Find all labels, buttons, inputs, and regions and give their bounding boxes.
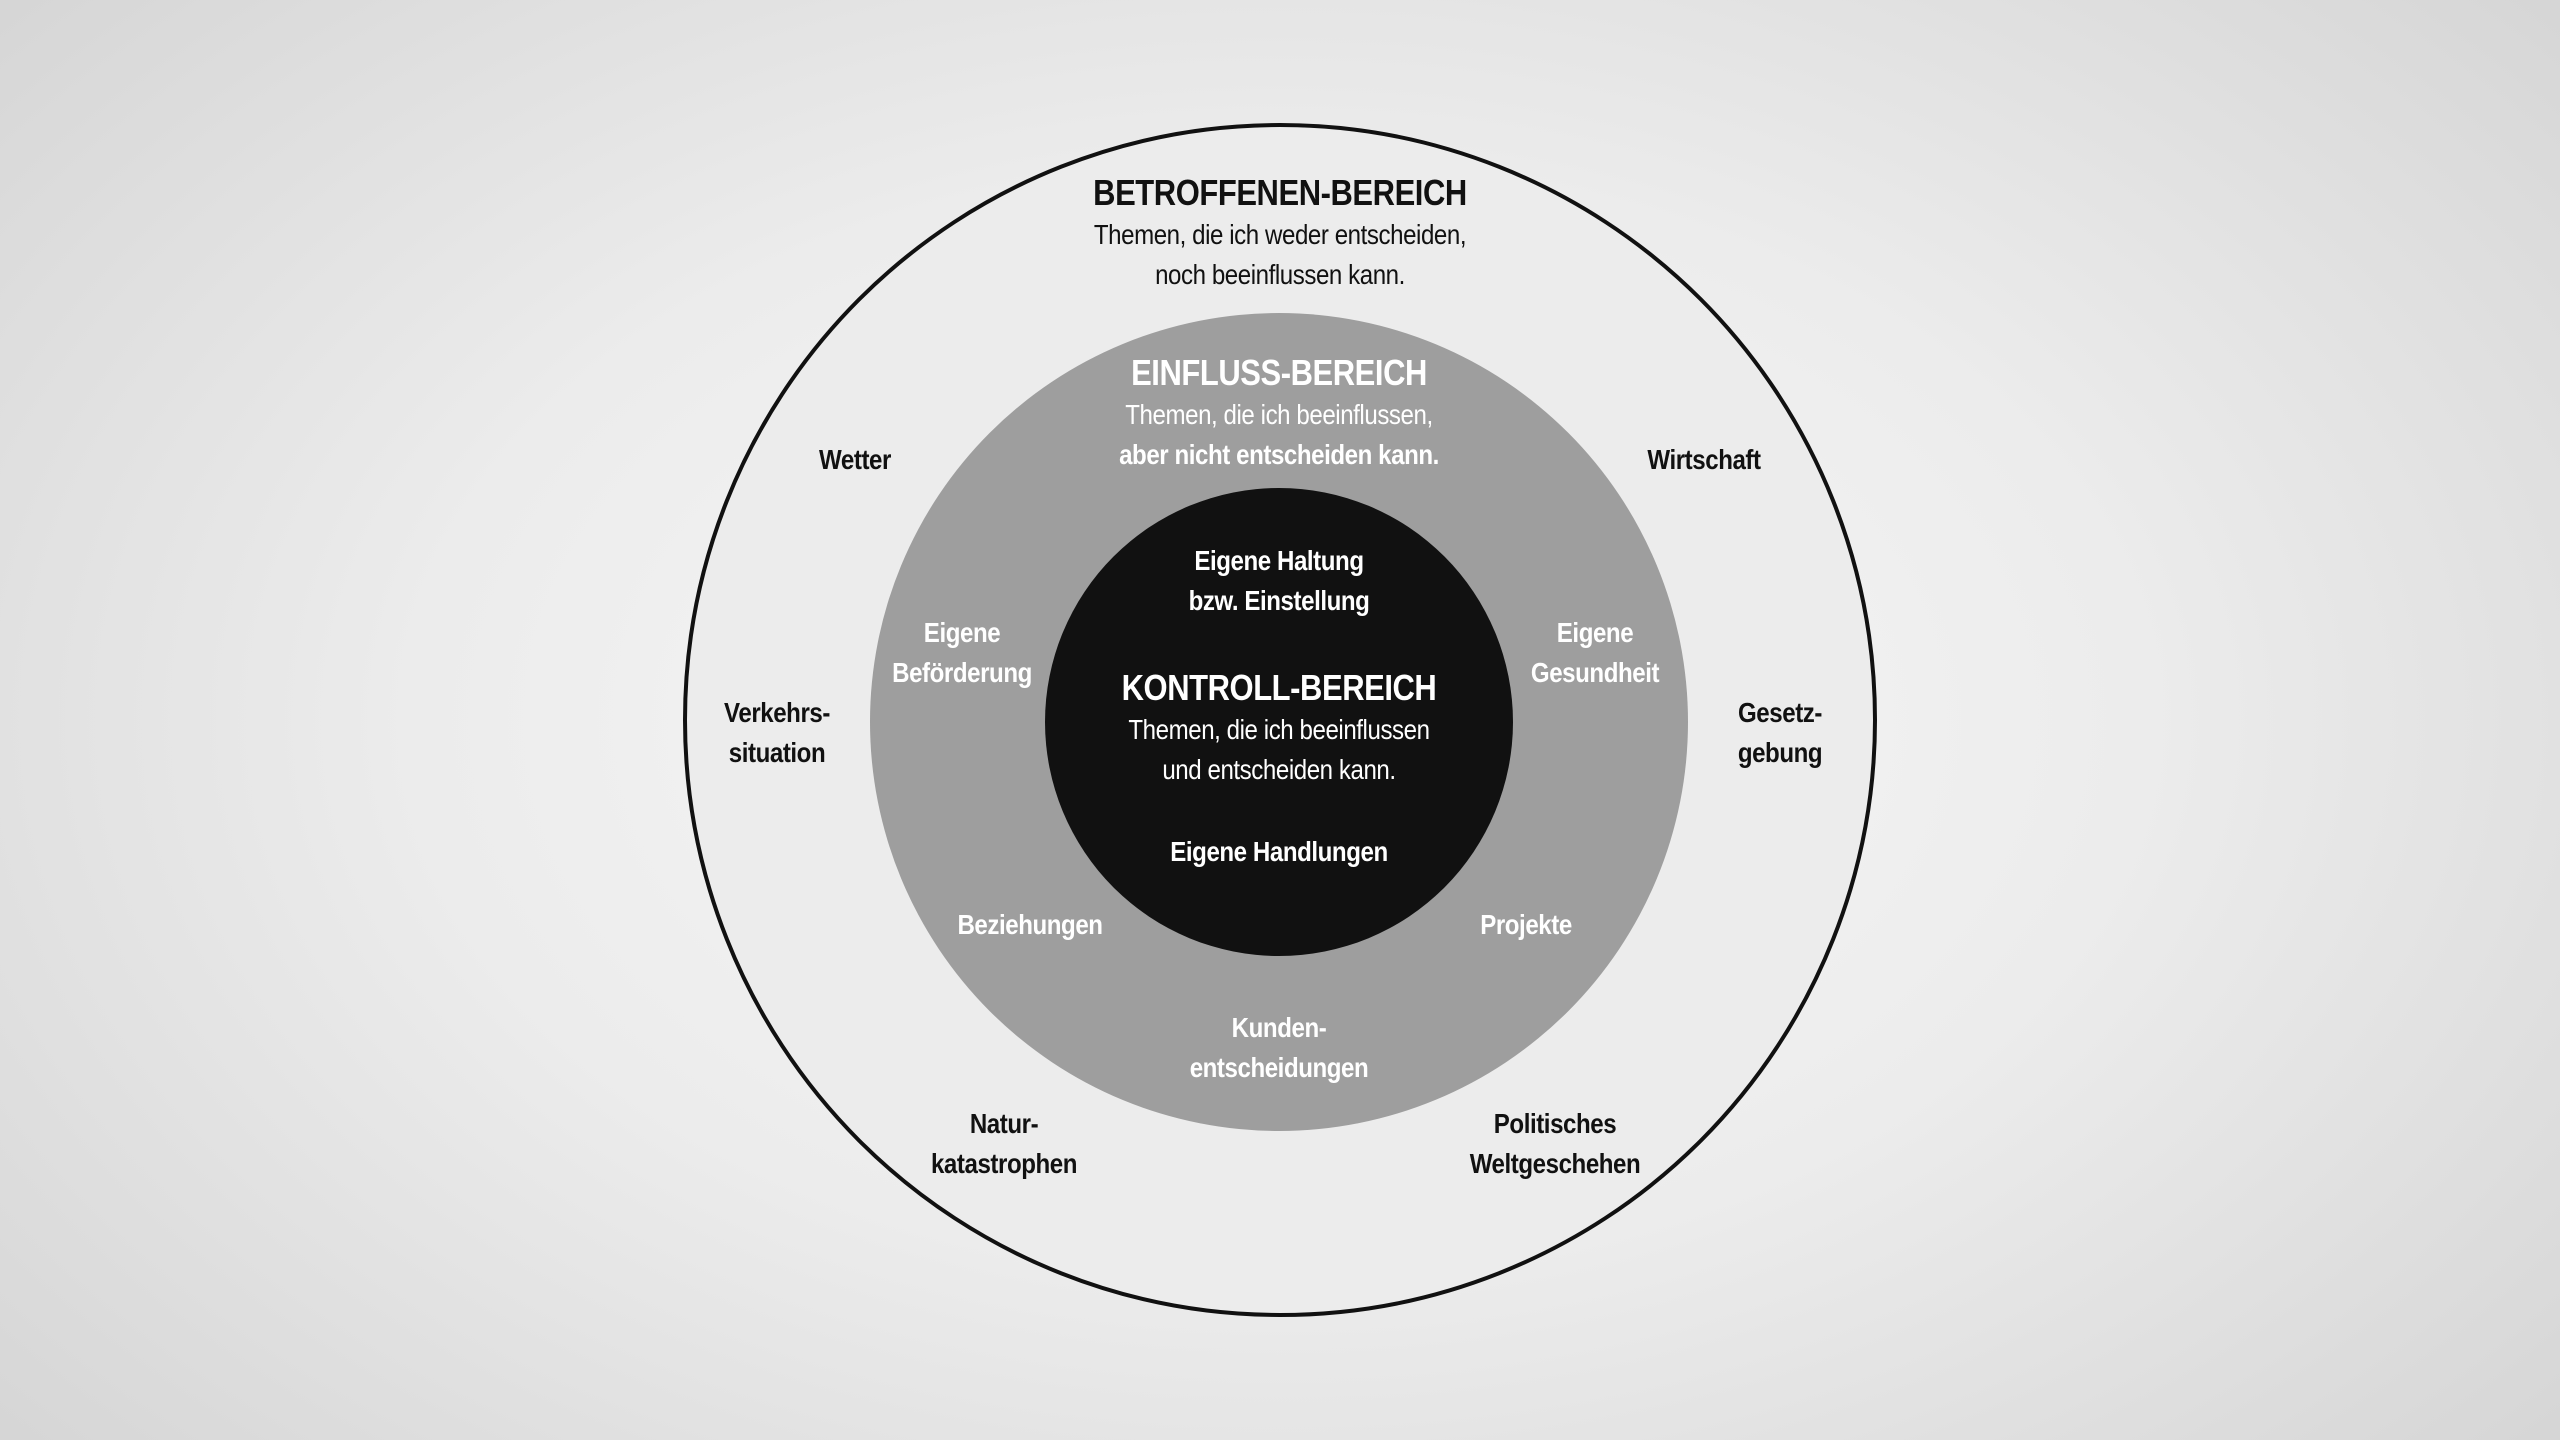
kontroll-item-eigene-haltung: Eigene Haltung bzw. Einstellung xyxy=(1189,541,1370,621)
middle-item-line: Eigene xyxy=(1556,617,1634,648)
einfluss-bereich-desc-2: aber nicht entscheiden kann. xyxy=(1119,439,1439,470)
kontroll-bereich-desc-2: und entscheiden kann. xyxy=(1162,754,1396,785)
kontroll-item-line: Eigene Handlungen xyxy=(1170,836,1388,867)
betroffenen-bereich-desc-2: noch beeinflussen kann. xyxy=(1155,259,1405,290)
outer-item-line: Wirtschaft xyxy=(1647,444,1761,475)
kontroll-item-eigene-handlungen: Eigene Handlungen xyxy=(1170,832,1388,872)
middle-item-eigene-befoerderung: Eigene Beförderung xyxy=(892,613,1032,693)
betroffenen-bereich-header: BETROFFENEN-BEREICH Themen, die ich wede… xyxy=(1093,171,1467,295)
outer-item-line: Gesetz- xyxy=(1738,697,1822,728)
middle-item-projekte: Projekte xyxy=(1480,905,1572,945)
kontroll-bereich-circle xyxy=(1045,488,1513,956)
outer-item-line: Weltgeschehen xyxy=(1469,1148,1641,1179)
betroffenen-bereich-desc-1: Themen, die ich weder entscheiden, xyxy=(1093,219,1467,250)
outer-item-line: Wetter xyxy=(819,444,891,475)
einfluss-bereich-header: EINFLUSS-BEREICH Themen, die ich beeinfl… xyxy=(1119,351,1439,475)
outer-item-line: Natur- xyxy=(969,1108,1039,1139)
outer-item-wirtschaft: Wirtschaft xyxy=(1647,440,1761,480)
middle-item-beziehungen: Beziehungen xyxy=(957,905,1103,945)
kontroll-bereich-header: KONTROLL-BEREICH Themen, die ich beeinfl… xyxy=(1122,666,1437,790)
middle-item-kundenentscheidungen: Kunden- entscheidungen xyxy=(1190,1008,1369,1088)
outer-item-naturkatastrophen: Natur- katastrophen xyxy=(931,1104,1077,1184)
outer-item-line: katastrophen xyxy=(930,1148,1078,1179)
kontroll-bereich-title: KONTROLL-BEREICH xyxy=(1121,667,1437,708)
middle-item-line: Beförderung xyxy=(892,657,1032,688)
outer-item-politisches-weltgeschehen: Politisches Weltgeschehen xyxy=(1470,1104,1641,1184)
outer-item-verkehrssituation: Verkehrs- situation xyxy=(724,693,830,773)
outer-item-line: Politisches xyxy=(1493,1108,1617,1139)
einfluss-bereich-title: EINFLUSS-BEREICH xyxy=(1131,352,1427,393)
betroffenen-bereich-title: BETROFFENEN-BEREICH xyxy=(1093,172,1467,213)
outer-item-wetter: Wetter xyxy=(819,440,891,480)
middle-item-line: Kunden- xyxy=(1231,1012,1327,1043)
einfluss-bereich-desc-1: Themen, die ich beeinflussen, xyxy=(1125,399,1433,430)
middle-item-eigene-gesundheit: Eigene Gesundheit xyxy=(1530,613,1660,693)
kontroll-item-line: Eigene Haltung xyxy=(1194,545,1364,576)
kontroll-bereich-desc-1: Themen, die ich beeinflussen xyxy=(1128,714,1430,745)
outer-item-line: situation xyxy=(728,737,826,768)
middle-item-line: Eigene xyxy=(923,617,1001,648)
middle-item-line: entscheidungen xyxy=(1189,1052,1369,1083)
outer-item-line: gebung xyxy=(1737,737,1823,768)
middle-item-line: Projekte xyxy=(1480,909,1572,940)
middle-item-line: Beziehungen xyxy=(957,909,1103,940)
outer-item-gesetzgebung: Gesetz- gebung xyxy=(1737,693,1823,773)
outer-item-line: Verkehrs- xyxy=(724,697,830,728)
middle-item-line: Gesundheit xyxy=(1530,657,1660,688)
kontroll-item-line: bzw. Einstellung xyxy=(1188,585,1370,616)
